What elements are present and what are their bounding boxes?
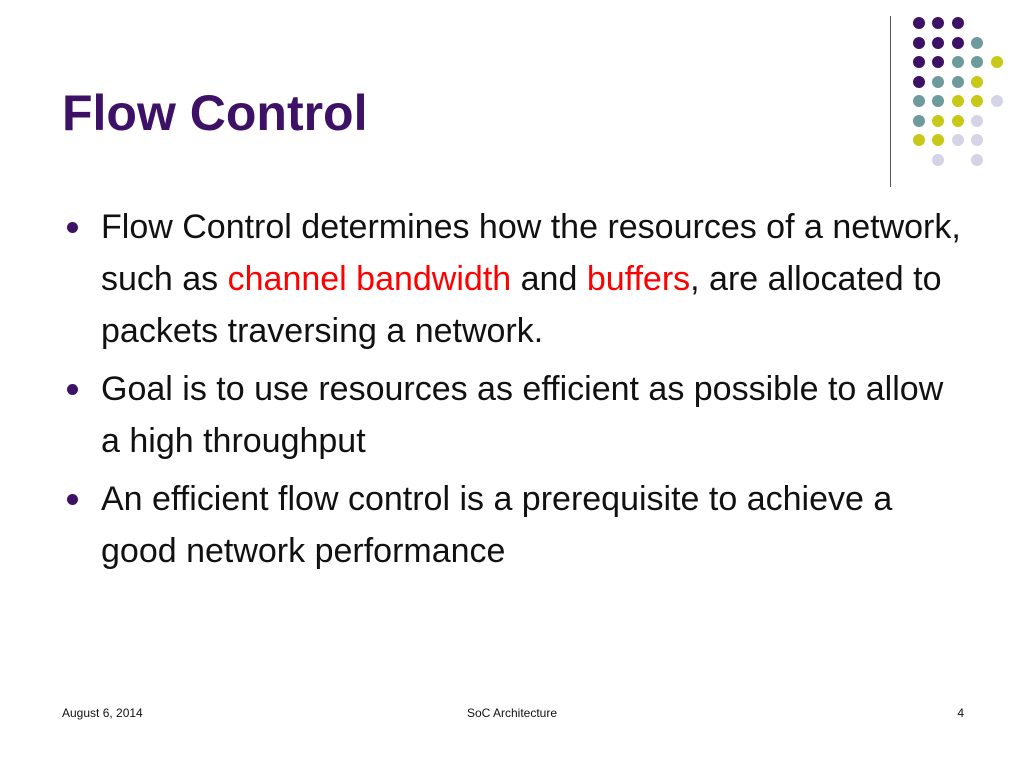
decorative-dot: [971, 114, 983, 127]
bullet-dot-icon: [67, 384, 78, 395]
decorative-dot: [951, 114, 964, 127]
decorative-dot: [951, 75, 964, 88]
decorative-dot: [951, 36, 964, 49]
bullet-list: Flow Control determines how the resource…: [62, 201, 962, 583]
decorative-dot: [990, 56, 1003, 68]
decorative-dot: [932, 114, 944, 127]
bullet-text: An efficient flow control is a prerequis…: [101, 480, 893, 570]
bullet-item: Flow Control determines how the resource…: [62, 201, 962, 357]
decorative-dot: [971, 153, 983, 166]
decorative-dot: [932, 36, 944, 49]
decorative-dot: [951, 134, 964, 146]
decorative-dot: [932, 153, 944, 166]
bullet-text: , are allocated to packets traversing a …: [101, 260, 942, 350]
decorative-dot: [951, 56, 964, 68]
title-divider: [890, 16, 891, 187]
footer-title: SoC Architecture: [466, 706, 558, 720]
bullet-text: and: [511, 260, 587, 298]
decorative-dot: [932, 95, 944, 107]
decorative-dot: [912, 56, 925, 68]
bullet-text: Goal is to use resources as efficient as…: [101, 370, 944, 460]
bullet-text: Flow Control determines how the resource…: [101, 208, 961, 298]
decorative-dot: [971, 75, 983, 88]
page-number: 4: [957, 706, 964, 720]
decorative-dot: [951, 17, 964, 29]
decorative-dot: [912, 95, 925, 107]
decorative-dot: [971, 95, 983, 107]
decorative-dot: [912, 36, 925, 49]
decorative-dot: [932, 17, 944, 29]
decorative-dot-grid: [905, 14, 1005, 166]
bullet-dot-icon: [67, 494, 78, 505]
decorative-dot: [971, 36, 983, 49]
decorative-dot: [912, 134, 925, 146]
decorative-dot: [932, 134, 944, 146]
decorative-dot: [932, 75, 944, 88]
decorative-dot: [971, 56, 983, 68]
bullet-item: An efficient flow control is a prerequis…: [62, 473, 962, 577]
decorative-dot: [990, 95, 1003, 107]
footer-date: August 6, 2014: [62, 706, 143, 720]
slide-title: Flow Control: [62, 85, 368, 141]
decorative-dot: [912, 17, 925, 29]
decorative-dot: [971, 134, 983, 146]
decorative-dot: [912, 75, 925, 88]
decorative-dot: [912, 114, 925, 127]
highlighted-term: buffers: [586, 260, 691, 298]
bullet-dot-icon: [67, 222, 78, 233]
decorative-dot: [951, 95, 964, 107]
highlighted-term: channel bandwidth: [227, 260, 512, 298]
bullet-item: Goal is to use resources as efficient as…: [62, 363, 962, 467]
decorative-dot: [932, 56, 944, 68]
